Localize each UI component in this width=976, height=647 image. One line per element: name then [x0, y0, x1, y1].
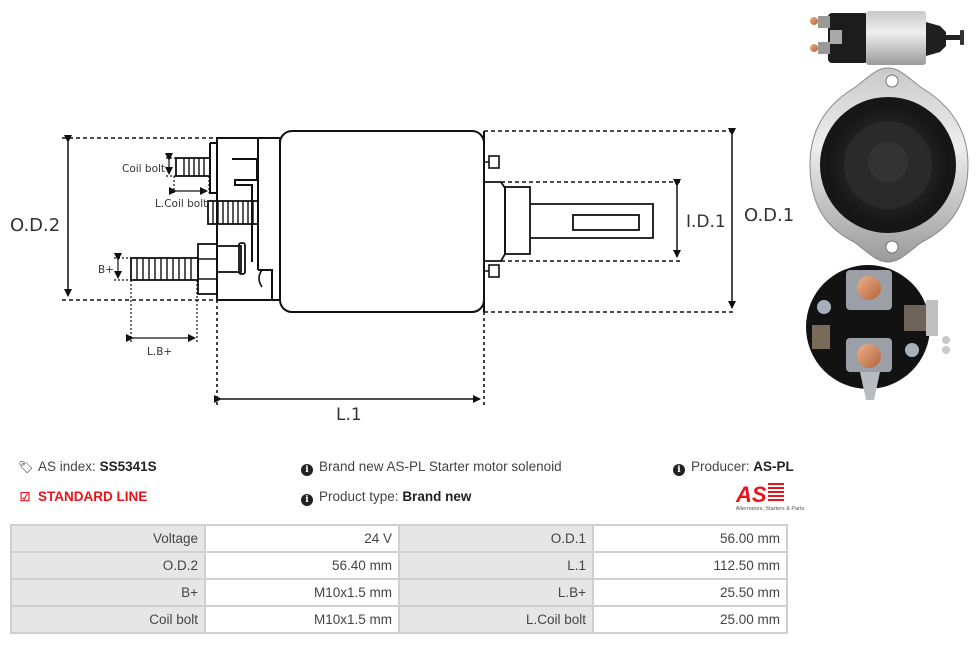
producer-label: Producer: — [691, 459, 750, 474]
description: i Brand new AS-PL Starter motor solenoid — [301, 459, 562, 476]
product-type: i Product type: Brand new — [301, 489, 471, 506]
spec-value: 112.50 mm — [592, 551, 788, 580]
spec-table: Voltage 24 V O.D.1 56.00 mm O.D.2 56.40 … — [10, 524, 788, 634]
table-row: Voltage 24 V O.D.1 56.00 mm — [10, 524, 788, 553]
spec-key: O.D.1 — [398, 524, 594, 553]
as-index-label: AS index: — [38, 459, 96, 474]
spec-key: L.1 — [398, 551, 594, 580]
od1-label: O.D.1 — [744, 205, 794, 226]
standard-line-badge: ☑ STANDARD LINE — [18, 489, 148, 504]
spec-key: Voltage — [10, 524, 206, 553]
as-pl-logo: AS Alternators, Starters & Parts — [732, 480, 808, 514]
as-logo-mark: AS — [735, 482, 784, 507]
table-row: B+ M10x1.5 mm L.B+ 25.50 mm — [10, 578, 788, 607]
standard-line-label: STANDARD LINE — [38, 489, 148, 504]
table-row: O.D.2 56.40 mm L.1 112.50 mm — [10, 551, 788, 580]
spec-value: M10x1.5 mm — [203, 578, 401, 607]
description-text: Brand new AS-PL Starter motor solenoid — [319, 459, 562, 474]
id1-label: I.D.1 — [686, 212, 726, 232]
checkbox-checked-icon: ☑ — [19, 490, 31, 504]
spec-key: Coil bolt — [10, 605, 206, 634]
solenoid-terminal-view-photo — [806, 265, 950, 400]
spec-value: 56.40 mm — [203, 551, 401, 580]
solenoid-side-view-photo — [810, 11, 964, 65]
spec-key: L.B+ — [398, 578, 594, 607]
as-index: 🏷︎ AS index: SS5341S — [18, 459, 157, 474]
spec-key: O.D.2 — [10, 551, 206, 580]
tags-icon: 🏷︎ — [18, 460, 34, 474]
l-b-plus-label: L.B+ — [147, 346, 172, 358]
as-index-value: SS5341S — [99, 459, 157, 474]
table-row: Coil bolt M10x1.5 mm L.Coil bolt 25.00 m… — [10, 605, 788, 634]
spec-value: M10x1.5 mm — [203, 605, 401, 634]
producer-value: AS-PL — [753, 459, 794, 474]
product-type-label: Product type: — [319, 489, 399, 504]
info-icon: i — [301, 464, 313, 476]
od2-label: O.D.2 — [10, 215, 60, 236]
spec-value: 25.50 mm — [592, 578, 788, 607]
b-plus-label: B+ — [98, 264, 114, 276]
spec-value: 24 V — [203, 524, 401, 553]
info-icon: i — [301, 494, 313, 506]
solenoid-front-view-photo — [809, 67, 969, 263]
l-coil-bolt-label: L.Coil bolt — [155, 198, 207, 210]
spec-key: B+ — [10, 578, 206, 607]
logo-subtitle: Alternators, Starters & Parts — [735, 506, 805, 512]
producer: i Producer: AS-PL — [673, 459, 794, 476]
l1-label: L.1 — [336, 405, 362, 425]
spec-value: 25.00 mm — [592, 605, 788, 634]
spec-value: 56.00 mm — [592, 524, 788, 553]
logo-text: AS — [735, 482, 767, 506]
technical-diagram: O.D.2 O.D.1 I.D.1 L.1 Coil bolt L.Coil b… — [10, 128, 794, 425]
product-type-value: Brand new — [402, 489, 472, 504]
info-icon: i — [673, 464, 685, 476]
coil-bolt-label: Coil bolt — [122, 163, 165, 175]
product-photos — [806, 11, 969, 400]
spec-key: L.Coil bolt — [398, 605, 594, 634]
